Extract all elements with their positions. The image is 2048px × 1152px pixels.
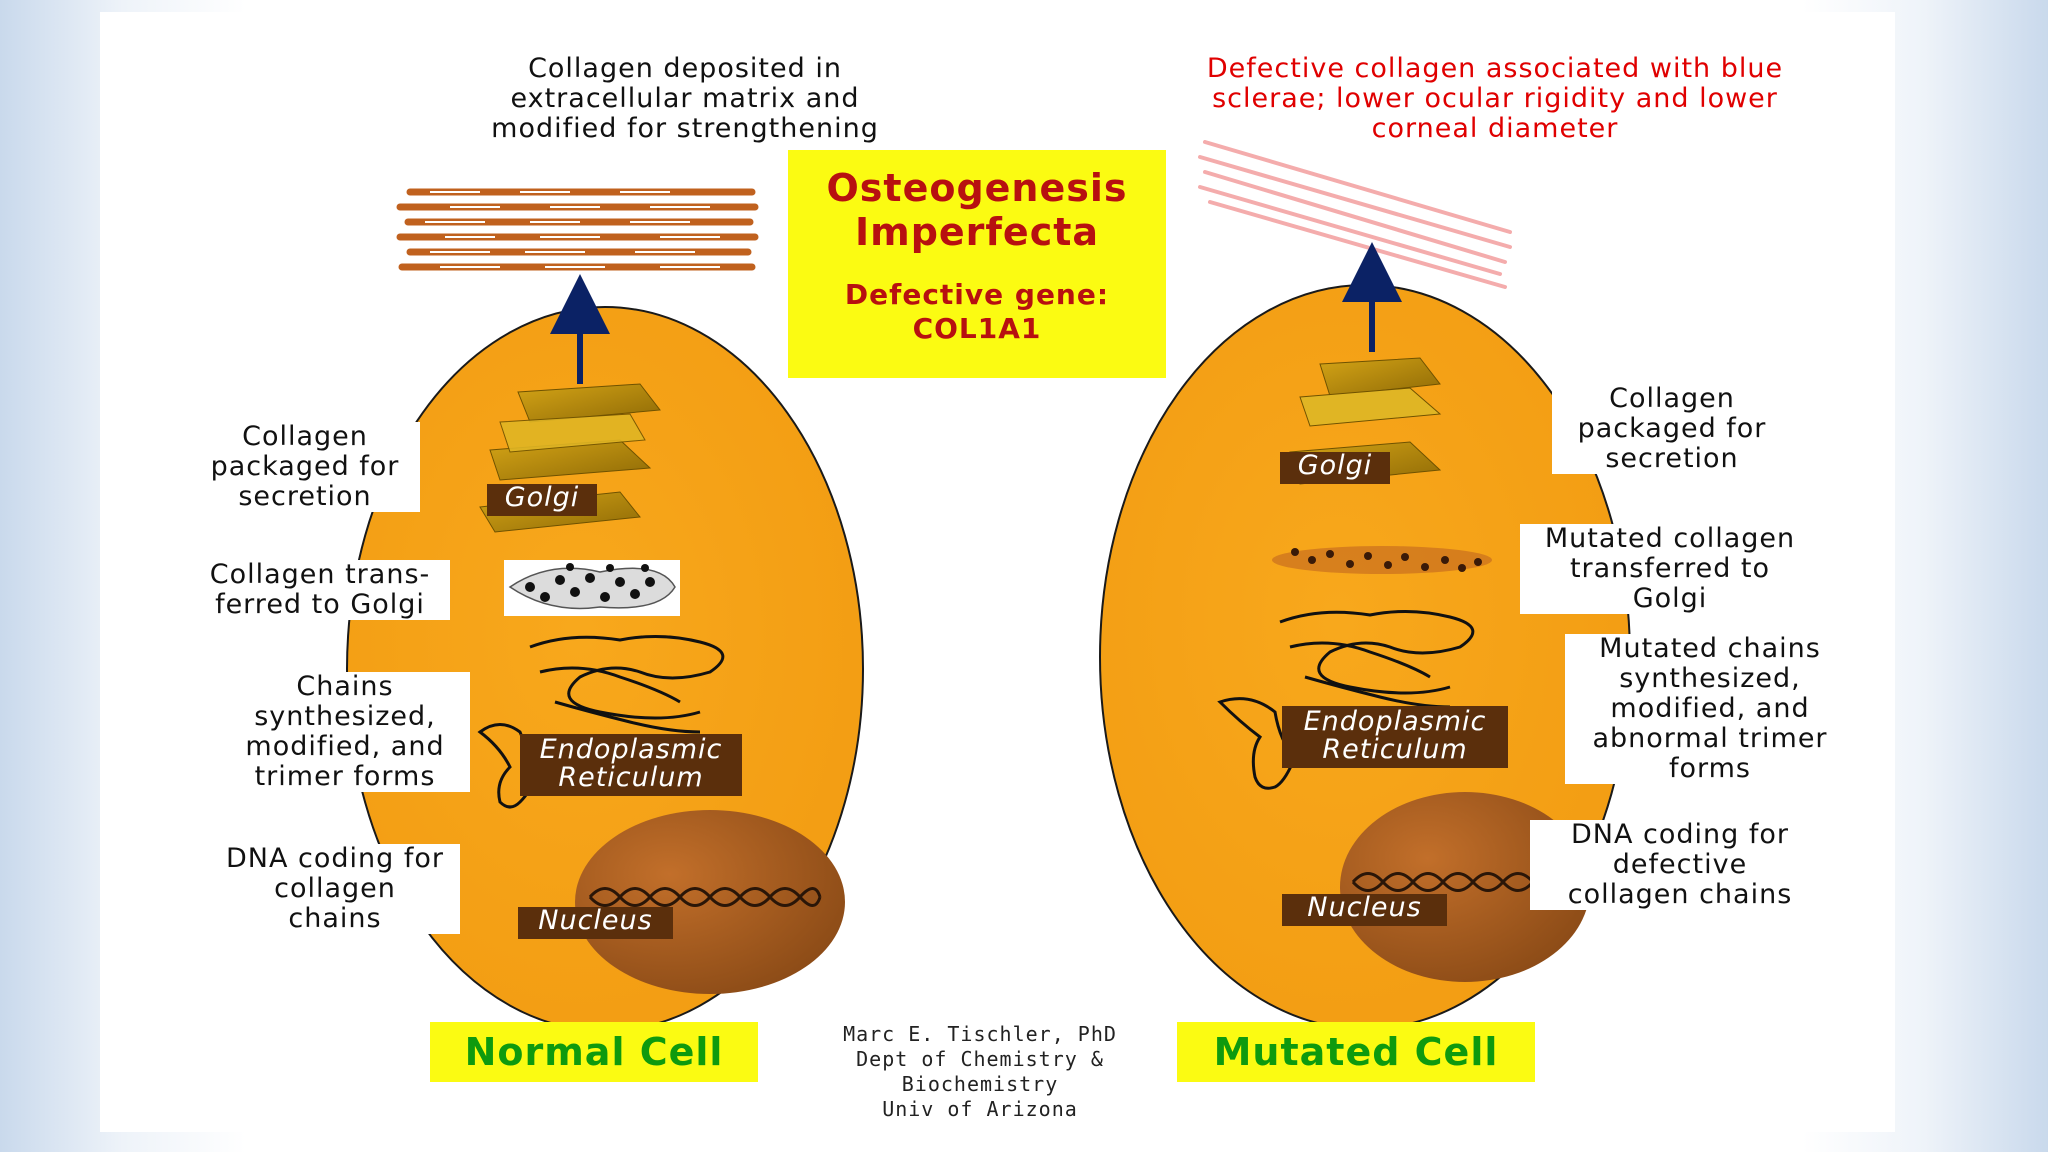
normal-cell-name: Normal Cell <box>430 1022 758 1082</box>
mutated-top-caption: Defective collagen associated with blue … <box>1206 53 1784 144</box>
mutated-transport-vesicles <box>1272 546 1492 574</box>
disease-title: Osteogenesis Imperfecta <box>826 166 1128 254</box>
normal-er-label: Endoplasmic Reticulum <box>520 734 742 796</box>
mutated-dna-caption: DNA coding for defective collagen chains <box>1530 820 1830 910</box>
mutated-cell-name: Mutated Cell <box>1177 1022 1535 1082</box>
mutated-golgi-label: Golgi <box>1280 452 1390 484</box>
normal-transfer-caption: Collagen trans- ferred to Golgi <box>190 560 450 620</box>
normal-golgi-caption: Collagen packaged for secretion <box>190 422 420 512</box>
author-credit: Marc E. Tischler, PhD Dept of Chemistry … <box>843 1022 1117 1121</box>
normal-dna-caption: DNA coding for collagen chains <box>210 844 460 934</box>
normal-nucleus-shape <box>575 810 845 994</box>
mutated-er-label: Endoplasmic Reticulum <box>1282 706 1508 768</box>
normal-collagen-fibers <box>396 188 759 271</box>
mutated-transfer-caption: Mutated collagen transferred to Golgi <box>1520 524 1820 614</box>
normal-er-shape <box>477 634 725 809</box>
normal-dna-helix <box>588 887 822 907</box>
defective-gene-label: Defective gene: COL1A1 <box>844 278 1110 345</box>
normal-golgi-label: Golgi <box>487 484 597 516</box>
mutated-chains-caption: Mutated chains synthesized, modified, an… <box>1565 634 1855 784</box>
diagram-graphics <box>346 140 1631 1032</box>
disease-title-box: Osteogenesis Imperfecta Defective gene: … <box>788 150 1166 378</box>
normal-chains-caption: Chains synthesized, modified, and trimer… <box>220 672 470 792</box>
normal-nucleus-label: Nucleus <box>518 907 673 939</box>
normal-transport-vesicles <box>504 560 680 616</box>
mutated-golgi-caption: Collagen packaged for secretion <box>1552 384 1792 474</box>
normal-top-caption: Collagen deposited in extracellular matr… <box>491 53 879 144</box>
mutated-nucleus-label: Nucleus <box>1282 894 1447 926</box>
slide: Collagen deposited in extracellular matr… <box>100 12 1895 1132</box>
mutated-collagen-fibers <box>1198 140 1512 289</box>
